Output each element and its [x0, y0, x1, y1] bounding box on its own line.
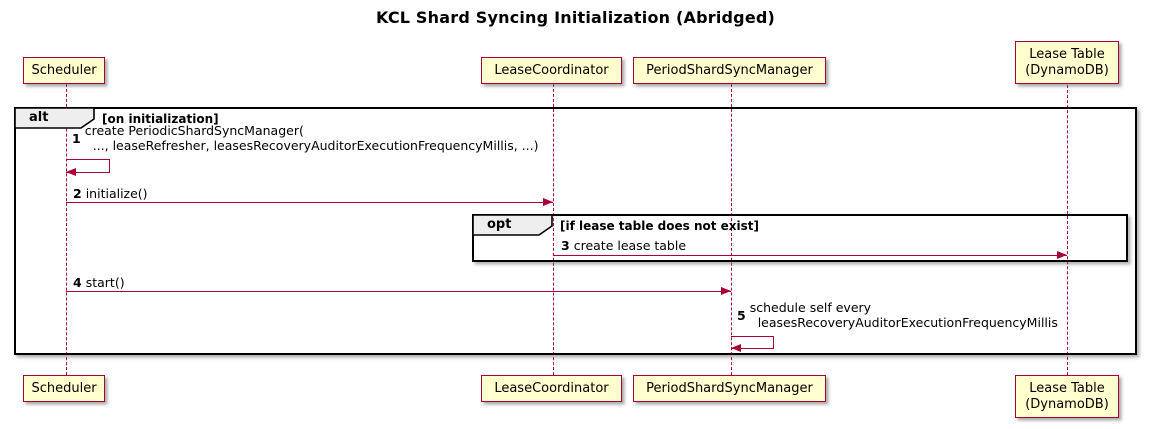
opt-condition: [if lease table does not exist] — [560, 219, 760, 233]
opt-operator: opt — [487, 217, 512, 232]
participant-label-line1: Lease Table — [1029, 380, 1105, 396]
diagram-title: KCL Shard Syncing Initialization (Abridg… — [375, 8, 776, 27]
opt-frame-label-shape: opt — [472, 214, 555, 241]
participant-label-line2: (DynamoDB) — [1025, 396, 1109, 412]
participant-label: PeriodShardSyncManager — [646, 380, 813, 396]
message-1-arrowhead-icon — [66, 168, 76, 176]
participant-periodshardsyncmanager-top: PeriodShardSyncManager — [633, 57, 826, 84]
participant-scheduler-top: Scheduler — [23, 57, 105, 84]
message-4-line — [66, 291, 731, 292]
message-1-self-loop — [66, 159, 110, 173]
message-5-number: 5 — [737, 307, 746, 323]
message-2-line — [66, 202, 553, 203]
participant-label: LeaseCoordinator — [494, 62, 609, 78]
message-3-arrowhead-icon — [1057, 251, 1067, 259]
message-5-arrowhead-icon — [731, 344, 741, 352]
message-2-text: initialize() — [85, 186, 148, 201]
participant-label: LeaseCoordinator — [494, 380, 609, 396]
pentagon-shape-icon — [472, 214, 553, 236]
message-1-line2: ..., leaseRefresher, leasesRecoveryAudit… — [92, 138, 539, 153]
message-3-text: create lease table — [573, 238, 687, 253]
message-4-number: 4 — [73, 275, 82, 290]
message-3-number: 3 — [561, 238, 570, 253]
opt-frame: opt [if lease table does not exist] — [472, 214, 1128, 262]
alt-condition: [on initialization] — [102, 112, 219, 126]
alt-frame-label-shape: alt — [14, 107, 97, 134]
alt-operator: alt — [29, 110, 49, 125]
message-4-arrowhead-icon — [721, 287, 731, 295]
message-4-text: start() — [85, 275, 125, 290]
pentagon-shape-icon — [14, 107, 95, 129]
message-2-number: 2 — [73, 186, 82, 201]
participant-scheduler-bottom: Scheduler — [23, 375, 105, 402]
participant-leasetable-top: Lease Table (DynamoDB) — [1015, 41, 1119, 84]
participant-label: PeriodShardSyncManager — [646, 62, 813, 78]
participant-label-line2: (DynamoDB) — [1025, 62, 1109, 78]
message-1-line1: create PeriodicShardSyncManager( — [84, 123, 304, 138]
lifeline-leasecoordinator — [553, 84, 554, 375]
lifeline-leasetable — [1067, 85, 1068, 375]
message-5-self-loop — [731, 336, 774, 349]
participant-periodshardsyncmanager-bottom: PeriodShardSyncManager — [633, 375, 826, 402]
message-2-arrowhead-icon — [543, 198, 553, 206]
participant-label: Scheduler — [31, 62, 97, 78]
participant-label: Scheduler — [31, 380, 97, 396]
lifeline-scheduler — [66, 84, 67, 375]
message-5-line2: leasesRecoveryAuditorExecutionFrequencyM… — [757, 315, 1058, 330]
alt-frame: alt [on initialization] — [14, 107, 1137, 355]
message-5: 5 schedule self every leasesRecoveryAudi… — [737, 300, 1058, 330]
participant-label-line1: Lease Table — [1029, 46, 1105, 62]
message-1: 1 create PeriodicShardSyncManager( ..., … — [72, 123, 539, 153]
participant-leasecoordinator-top: LeaseCoordinator — [481, 57, 622, 84]
lifeline-periodshardsyncmanager — [731, 84, 732, 375]
message-3-line — [553, 255, 1067, 256]
participant-leasetable-bottom: Lease Table (DynamoDB) — [1015, 375, 1119, 418]
participant-leasecoordinator-bottom: LeaseCoordinator — [481, 375, 622, 402]
message-5-line1: schedule self every — [749, 300, 872, 315]
message-1-number: 1 — [72, 130, 81, 146]
